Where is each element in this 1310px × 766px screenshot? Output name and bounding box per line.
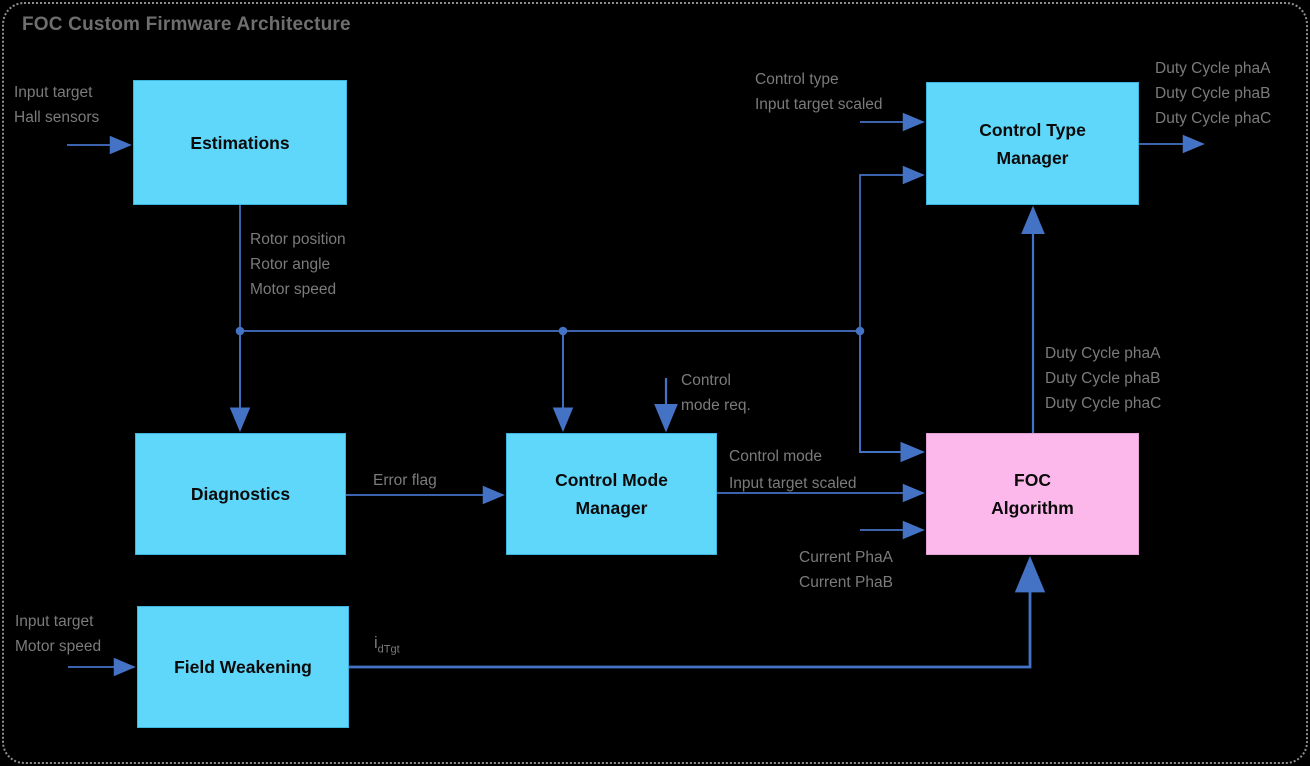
- connector-bus-to-foc-algorithm: [859, 331, 926, 463]
- label-control-mode-outputs: Control mode Input target scaled: [729, 448, 857, 492]
- label-idtgt-sub: dTgt: [377, 643, 400, 656]
- box-estimations: Estimations: [133, 80, 347, 205]
- connector-field-weakening-to-foc: [349, 555, 1046, 669]
- box-control-mode-manager: Control Mode Manager: [506, 433, 717, 555]
- label-error-flag: Error flag: [373, 472, 437, 489]
- label-current-inputs: Current PhaA Current PhaB: [799, 549, 893, 591]
- junction-dot: [855, 326, 865, 336]
- box-foc-algorithm: FOC Algorithm: [926, 433, 1139, 555]
- label-estimations-outputs: Rotor position Rotor angle Motor speed: [250, 231, 346, 298]
- label-idtgt-base: i: [374, 634, 378, 652]
- label-control-mode-request: Control mode req.: [681, 372, 751, 414]
- box-diagnostics: Diagnostics: [135, 433, 346, 555]
- junction-dot: [235, 326, 245, 336]
- label-estimations-inputs: Input target Hall sensors: [14, 84, 100, 126]
- connector-bus-to-control-type-manager: [859, 165, 925, 331]
- label-duty-cycle-outputs-top: Duty Cycle phaA Duty Cycle phaB Duty Cyc…: [1155, 60, 1272, 127]
- box-control-type-manager: Control Type Manager: [926, 82, 1139, 205]
- label-field-weakening-inputs: Input target Motor speed: [15, 613, 102, 655]
- label-idtgt: idTgt: [374, 631, 400, 662]
- label-control-type-inputs: Control type Input target scaled: [755, 71, 883, 113]
- junction-dot: [558, 326, 568, 336]
- diagram-title: FOC Custom Firmware Architecture: [22, 14, 351, 35]
- box-field-weakening: Field Weakening: [137, 606, 349, 728]
- label-duty-cycle-outputs-foc: Duty Cycle phaA Duty Cycle phaB Duty Cyc…: [1045, 345, 1162, 412]
